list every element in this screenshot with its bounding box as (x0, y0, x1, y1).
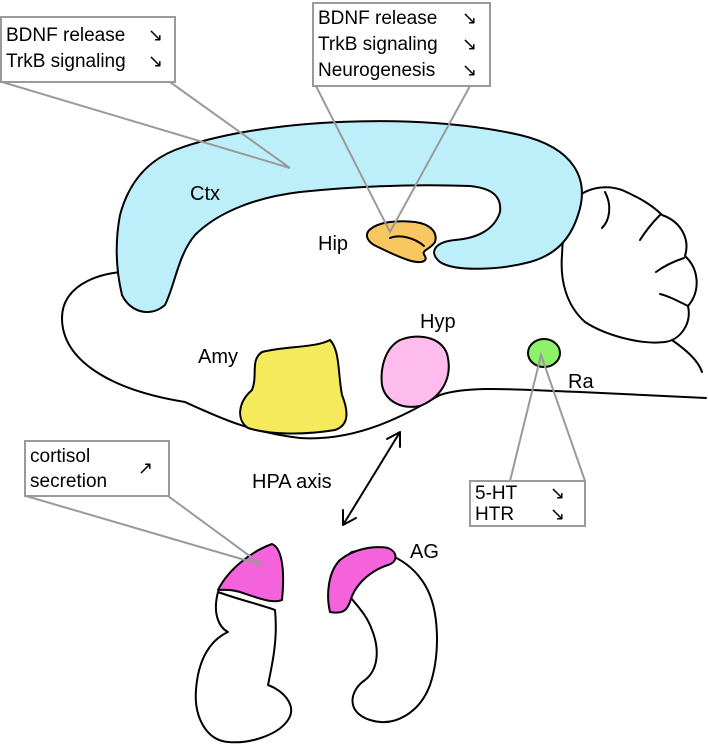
hypothalamus-label: Hyp (420, 311, 456, 333)
decrease-arrow-icon: ↘ (462, 60, 477, 81)
adrenal-gland-label: AG (410, 541, 439, 563)
cerebellum-fold-2 (639, 214, 661, 241)
adrenal-callout-text: cortisol secretion ↗ (30, 446, 153, 492)
cortex-callout-text: BDNF release ↘ TrkB signaling ↘ (6, 25, 163, 72)
decrease-arrow-icon: ↘ (462, 8, 477, 29)
hippocampus-label: Hip (318, 233, 348, 255)
cortex-callout-line-2: TrkB signaling (6, 51, 126, 72)
raphe-callout-connector (509, 351, 586, 482)
decrease-arrow-icon: ↘ (148, 25, 163, 46)
amygdala-label: Amy (198, 346, 238, 368)
cortex-callout-connector (1, 81, 291, 169)
hippocampus-fold (389, 235, 425, 247)
cortex-callout-line-1: BDNF release (6, 25, 125, 46)
raphe-label: Ra (568, 371, 594, 393)
hpa-axis-label: HPA axis (252, 471, 332, 493)
hippocampus-callout-connector (315, 85, 471, 235)
hpa-axis-arrow (342, 431, 401, 526)
raphe-callout-box (469, 480, 586, 527)
hippocampus-callout-box (312, 2, 491, 87)
decrease-arrow-icon: ↘ (148, 51, 163, 72)
hippocampus-region (366, 220, 437, 264)
raphe-callout-line-2: HTR (475, 504, 514, 525)
cortex-region (115, 120, 583, 314)
cerebellum-fold-4 (659, 293, 689, 307)
decrease-arrow-icon: ↘ (462, 34, 477, 55)
adrenal-callout-connector (25, 495, 263, 566)
cerebellum (560, 186, 698, 344)
raphe-callout-line-1: 5-HT (475, 483, 518, 504)
right-adrenal-gland (327, 546, 397, 614)
amygdala-region (239, 339, 348, 435)
cerebellum-fold-3 (655, 257, 685, 273)
increase-arrow-icon: ↗ (138, 458, 153, 479)
raphe-region (527, 338, 561, 368)
hypothalamus-region (380, 335, 450, 408)
raphe-callout-text: 5-HT ↘ HTR ↘ (475, 483, 565, 525)
cortex-callout-box (0, 16, 176, 83)
brain-outline (61, 270, 707, 440)
adrenal-callout-line-2: secretion (30, 471, 107, 492)
cortex-label: Ctx (190, 183, 220, 205)
hippocampus-callout-line-1: BDNF release (318, 8, 437, 29)
adrenal-callout-box (24, 440, 170, 497)
hippocampus-callout-line-3: Neurogenesis (318, 60, 435, 81)
left-kidney (194, 591, 293, 744)
left-adrenal-gland (217, 543, 285, 603)
hippocampus-callout-line-2: TrkB signaling (318, 34, 438, 55)
brainstem-tail (671, 339, 703, 373)
hippocampus-callout-text: BDNF release ↘ TrkB signaling ↘ Neurogen… (318, 8, 477, 81)
decrease-arrow-icon: ↘ (550, 504, 565, 525)
cerebellum-fold-1 (601, 191, 611, 229)
decrease-arrow-icon: ↘ (550, 483, 565, 504)
adrenal-callout-line-1: cortisol (30, 446, 90, 467)
